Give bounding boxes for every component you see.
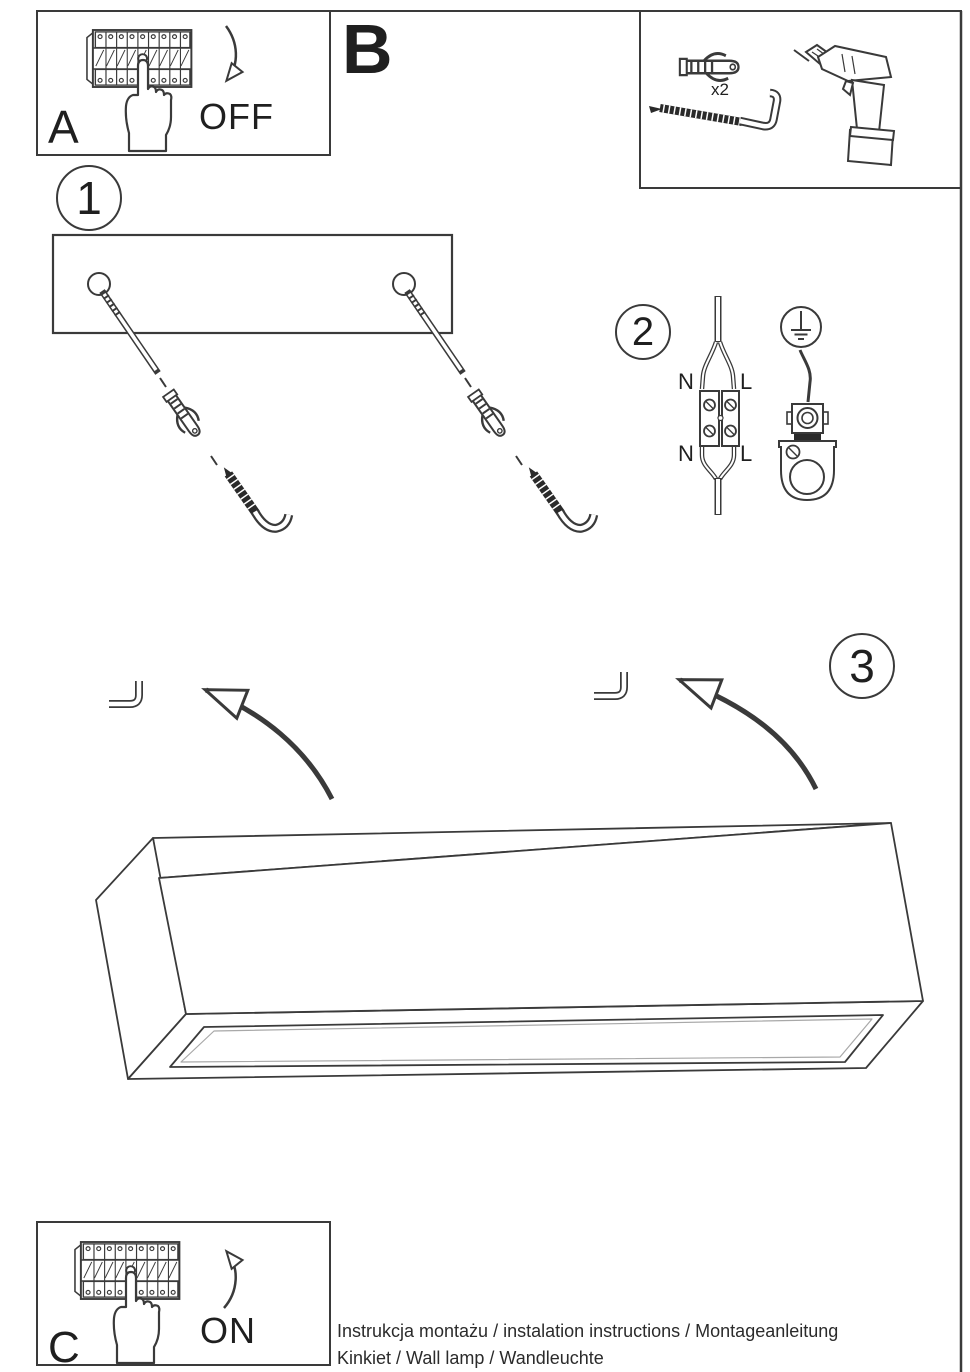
curved-arrow-left-icon <box>201 687 335 801</box>
arrow-off-icon <box>224 25 245 83</box>
panel-c-box <box>36 1221 331 1366</box>
drill-icon <box>793 43 896 167</box>
wire-label-bottom-n: N <box>678 441 694 466</box>
step-2-badge: 2 <box>615 304 671 360</box>
hook-screw-left-icon <box>221 452 292 536</box>
cable-out-icon <box>699 447 737 515</box>
on-label: ON <box>200 1310 256 1351</box>
footer-line-1: Instrukcja montażu / instalation instruc… <box>337 1321 839 1341</box>
off-label: OFF <box>199 96 274 137</box>
page-border <box>37 10 963 1372</box>
wall-hook-left-icon <box>109 681 143 708</box>
panel-a-box <box>36 10 331 156</box>
hook-screw-right-icon <box>526 452 597 536</box>
footer: Instrukcja montażu / instalation instruc… <box>337 1318 838 1372</box>
drill-bit-right-icon <box>404 289 472 388</box>
drill-bit-left-icon <box>99 289 167 388</box>
step-3-number: 3 <box>849 640 875 692</box>
panel-c-label: C <box>48 1323 80 1372</box>
panel-a-label: A <box>48 101 79 153</box>
anchor-quantity-label: x2 <box>711 80 729 99</box>
power-cable-icon <box>699 296 737 390</box>
wall-lamp-icon <box>95 822 924 1080</box>
ground-clamp-icon <box>778 349 837 502</box>
step-1-number: 1 <box>76 172 102 224</box>
footer-line-2: Kinkiet / Wall lamp / Wandleuchte <box>337 1348 604 1368</box>
hook-screw-icon <box>649 88 782 131</box>
terminal-block-icon <box>699 390 740 447</box>
wall-anchor-left-icon <box>160 387 207 441</box>
curved-arrow-right-icon <box>675 677 819 791</box>
section-b-label: B <box>342 10 393 88</box>
dash-right <box>515 455 523 466</box>
wire-label-top-l: L <box>740 369 753 394</box>
ground-symbol-icon <box>780 306 822 348</box>
wire-label-bottom-l: L <box>740 441 753 466</box>
wall-anchor-right-icon <box>465 387 512 441</box>
step-1-badge: 1 <box>56 165 122 231</box>
arrow-on-icon <box>223 1249 245 1309</box>
step-2-number: 2 <box>631 309 655 354</box>
wall-anchor-icon <box>680 54 739 81</box>
dash-left <box>210 455 218 466</box>
wall-hook-right-icon <box>594 672 628 700</box>
hardware-box <box>639 10 962 189</box>
wire-label-top-n: N <box>678 369 694 394</box>
step-3-badge: 3 <box>829 633 895 699</box>
